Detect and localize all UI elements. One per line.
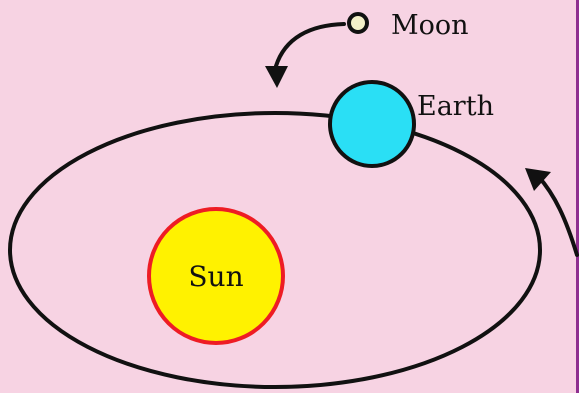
earth-label: Earth [417, 91, 494, 122]
moon-label: Moon [391, 10, 469, 41]
sun-label: Sun [188, 260, 243, 293]
moon [349, 14, 367, 32]
moon-to-orbit-arrow [276, 24, 344, 66]
moon-arrowhead [265, 66, 288, 88]
earth [330, 82, 414, 166]
orbit-direction-arrow [538, 176, 577, 255]
